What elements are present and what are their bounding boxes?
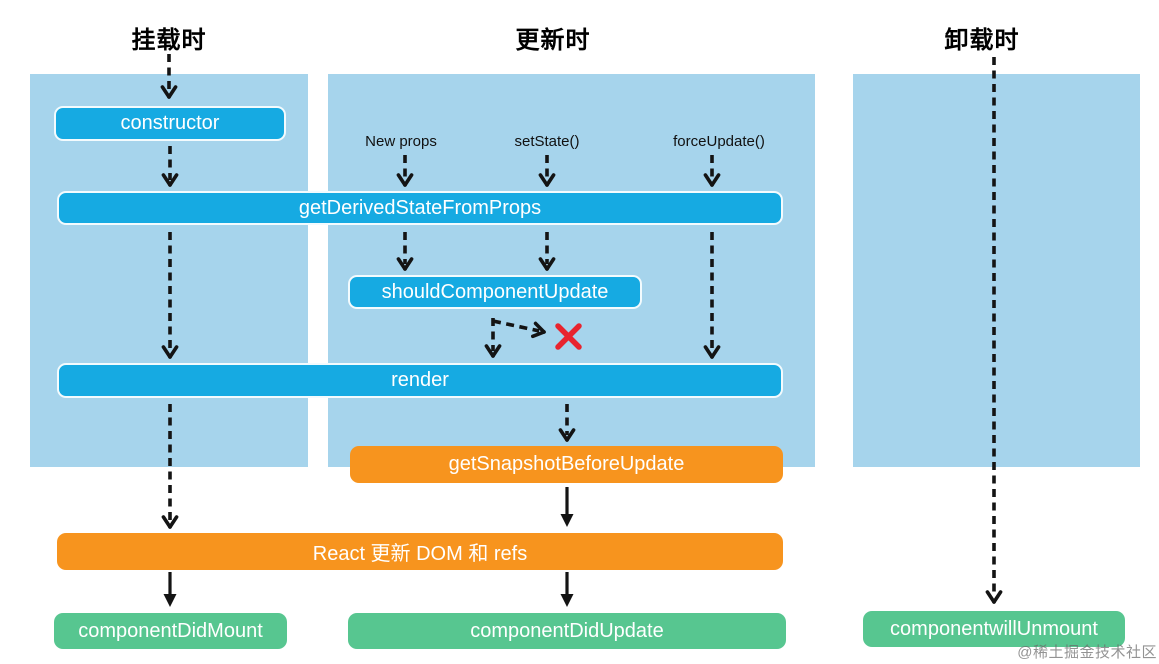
force-update-label: forceUpdate() (673, 132, 765, 150)
watermark: @稀土掘金技术社区 (1017, 644, 1157, 661)
unmount-phase-header: 卸载时 (944, 26, 1020, 54)
get-derived-state-from-props-bar: getDerivedStateFromProps (57, 191, 783, 225)
get-snapshot-before-update-box: getSnapshotBeforeUpdate (350, 446, 783, 483)
set-state-label: setState() (514, 132, 580, 150)
should-component-update-box: shouldComponentUpdate (348, 275, 642, 309)
react-update-dom-bar: React 更新 DOM 和 refs (57, 533, 783, 570)
render-bar: render (57, 363, 783, 398)
mount-phase-header: 挂载时 (131, 26, 207, 54)
component-did-update-box: componentDidUpdate (348, 613, 786, 649)
constructor-box: constructor (54, 106, 286, 141)
new-props-label: New props (365, 132, 437, 150)
update-phase-header: 更新时 (515, 26, 591, 54)
component-did-mount-box: componentDidMount (54, 613, 287, 649)
unmount-phase-panel (853, 74, 1140, 467)
component-will-unmount-box: componentwillUnmount (863, 611, 1125, 647)
